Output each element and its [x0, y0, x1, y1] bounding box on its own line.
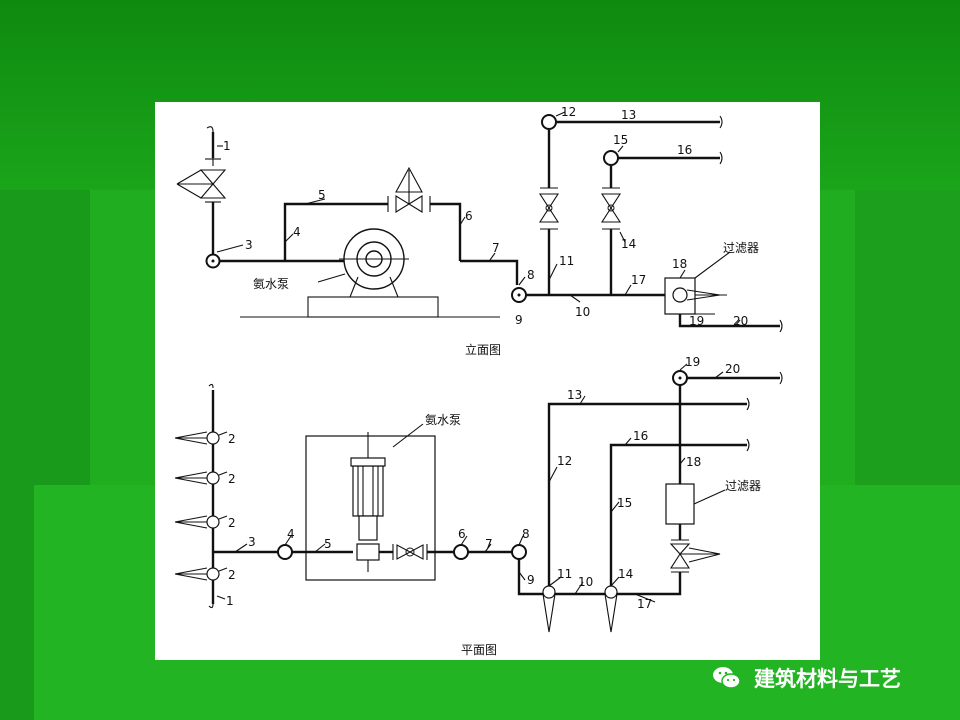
- label-3-plan: 3: [248, 535, 256, 549]
- label-13-elevation: 13: [621, 108, 636, 122]
- pipe-7-8: [460, 259, 519, 285]
- pump-foundation: [307, 296, 439, 318]
- label-2c-plan: 2: [228, 516, 236, 530]
- label-8-plan: 8: [522, 527, 530, 541]
- filter-plan: [665, 483, 695, 525]
- label-7-plan: 7: [485, 537, 493, 551]
- pump-room-box: [305, 435, 436, 581]
- label-13-plan: 13: [567, 388, 582, 402]
- label-16-plan: 16: [633, 429, 648, 443]
- label-2a-plan: 2: [228, 432, 236, 446]
- watermark: 建筑材料与工艺: [712, 660, 901, 696]
- label-4-plan: 4: [287, 527, 295, 541]
- label-11-elevation: 11: [559, 254, 574, 268]
- filter-label-plan: 过滤器: [725, 479, 761, 493]
- label-10-plan: 10: [578, 575, 593, 589]
- label-17-plan: 17: [637, 597, 652, 611]
- plan-valve-row-4: [174, 567, 220, 581]
- label-19-elevation: 19: [689, 314, 704, 328]
- piping-diagram-panel: 1 3 4 5 6 7 8 9 10 11 12 13 14 15 16 17 …: [155, 102, 820, 660]
- label-19-plan: 19: [685, 355, 700, 369]
- plan-elbow-8: [511, 544, 527, 560]
- label-8-elevation: 8: [527, 268, 535, 282]
- elevation-title: 立面图: [465, 342, 501, 357]
- label-11-plan: 11: [557, 567, 572, 581]
- watermark-text: 建筑材料与工艺: [754, 667, 901, 691]
- label-2d-plan: 2: [228, 568, 236, 582]
- wechat-icon: [712, 665, 742, 691]
- label-20-elevation: 20: [733, 314, 748, 328]
- label-4-elevation: 4: [293, 225, 301, 239]
- elevation-view: 1 3 4 5 6 7 8 9 10 11 12 13 14 15 16 17 …: [176, 105, 783, 357]
- plan-elbow-6: [453, 544, 469, 560]
- label-14-elevation: 14: [621, 237, 636, 251]
- label-16-elevation: 16: [677, 143, 692, 157]
- plan-tee-11: [542, 585, 556, 633]
- label-6-elevation: 6: [465, 209, 473, 223]
- ammonia-pump-elevation: [335, 228, 413, 298]
- label-1-plan: 1: [226, 594, 234, 608]
- label-18-plan: 18: [686, 455, 701, 469]
- label-9-plan: 9: [527, 573, 535, 587]
- label-3-elevation: 3: [245, 238, 253, 252]
- plan-tee-14: [604, 585, 618, 633]
- label-7-elevation: 7: [492, 241, 500, 255]
- label-1-elevation: 1: [223, 139, 231, 153]
- background-right: [855, 190, 960, 485]
- plan-valve-row-3: [174, 515, 220, 529]
- filter-label-elevation: 过滤器: [723, 241, 759, 255]
- label-18-elevation: 18: [672, 257, 687, 271]
- bypass-valve: [395, 166, 423, 213]
- elbow-15: [603, 150, 619, 166]
- label-14-plan: 14: [618, 567, 633, 581]
- plan-pipe-9-10-17: [517, 559, 682, 596]
- pipe-6: [430, 202, 462, 261]
- plan-valve-row-2: [174, 471, 220, 485]
- label-12-elevation: 12: [561, 105, 576, 119]
- label-6-plan: 6: [458, 527, 466, 541]
- valve-11: [538, 187, 560, 230]
- plan-valve-17: [669, 539, 721, 573]
- pipe-1-break: [206, 126, 214, 166]
- plan-view: 2 2 2 2 1 3 4 5 6 7 8 9 10 11 12 13 14 1…: [174, 355, 783, 657]
- filter-elevation: [664, 277, 727, 315]
- label-9-elevation: 9: [515, 313, 523, 327]
- label-2b-plan: 2: [228, 472, 236, 486]
- label-5-plan: 5: [324, 537, 332, 551]
- label-5-elevation: 5: [318, 188, 326, 202]
- pipe-19-20: [678, 314, 780, 328]
- valve-1-elevation: [176, 169, 227, 203]
- ammonia-pump-plan: [350, 432, 386, 572]
- elbow-12: [541, 114, 557, 130]
- label-12-plan: 12: [557, 454, 572, 468]
- valve-14: [600, 187, 622, 230]
- label-15-plan: 15: [617, 496, 632, 510]
- pump-label-elevation: 氨水泵: [253, 277, 289, 291]
- plan-valve-row-1: [174, 431, 220, 445]
- label-15-elevation: 15: [613, 133, 628, 147]
- plan-title: 平面图: [461, 643, 497, 657]
- plan-pipe-15-16: [609, 443, 747, 594]
- pump-label-plan: 氨水泵: [425, 413, 461, 427]
- piping-diagram: 1 3 4 5 6 7 8 9 10 11 12 13 14 15 16 17 …: [174, 105, 783, 657]
- plan-elbow-4: [277, 544, 293, 560]
- label-20-plan: 20: [725, 362, 740, 376]
- label-10-elevation: 10: [575, 305, 590, 319]
- plan-pump-valve: [392, 544, 428, 560]
- label-17-elevation: 17: [631, 273, 646, 287]
